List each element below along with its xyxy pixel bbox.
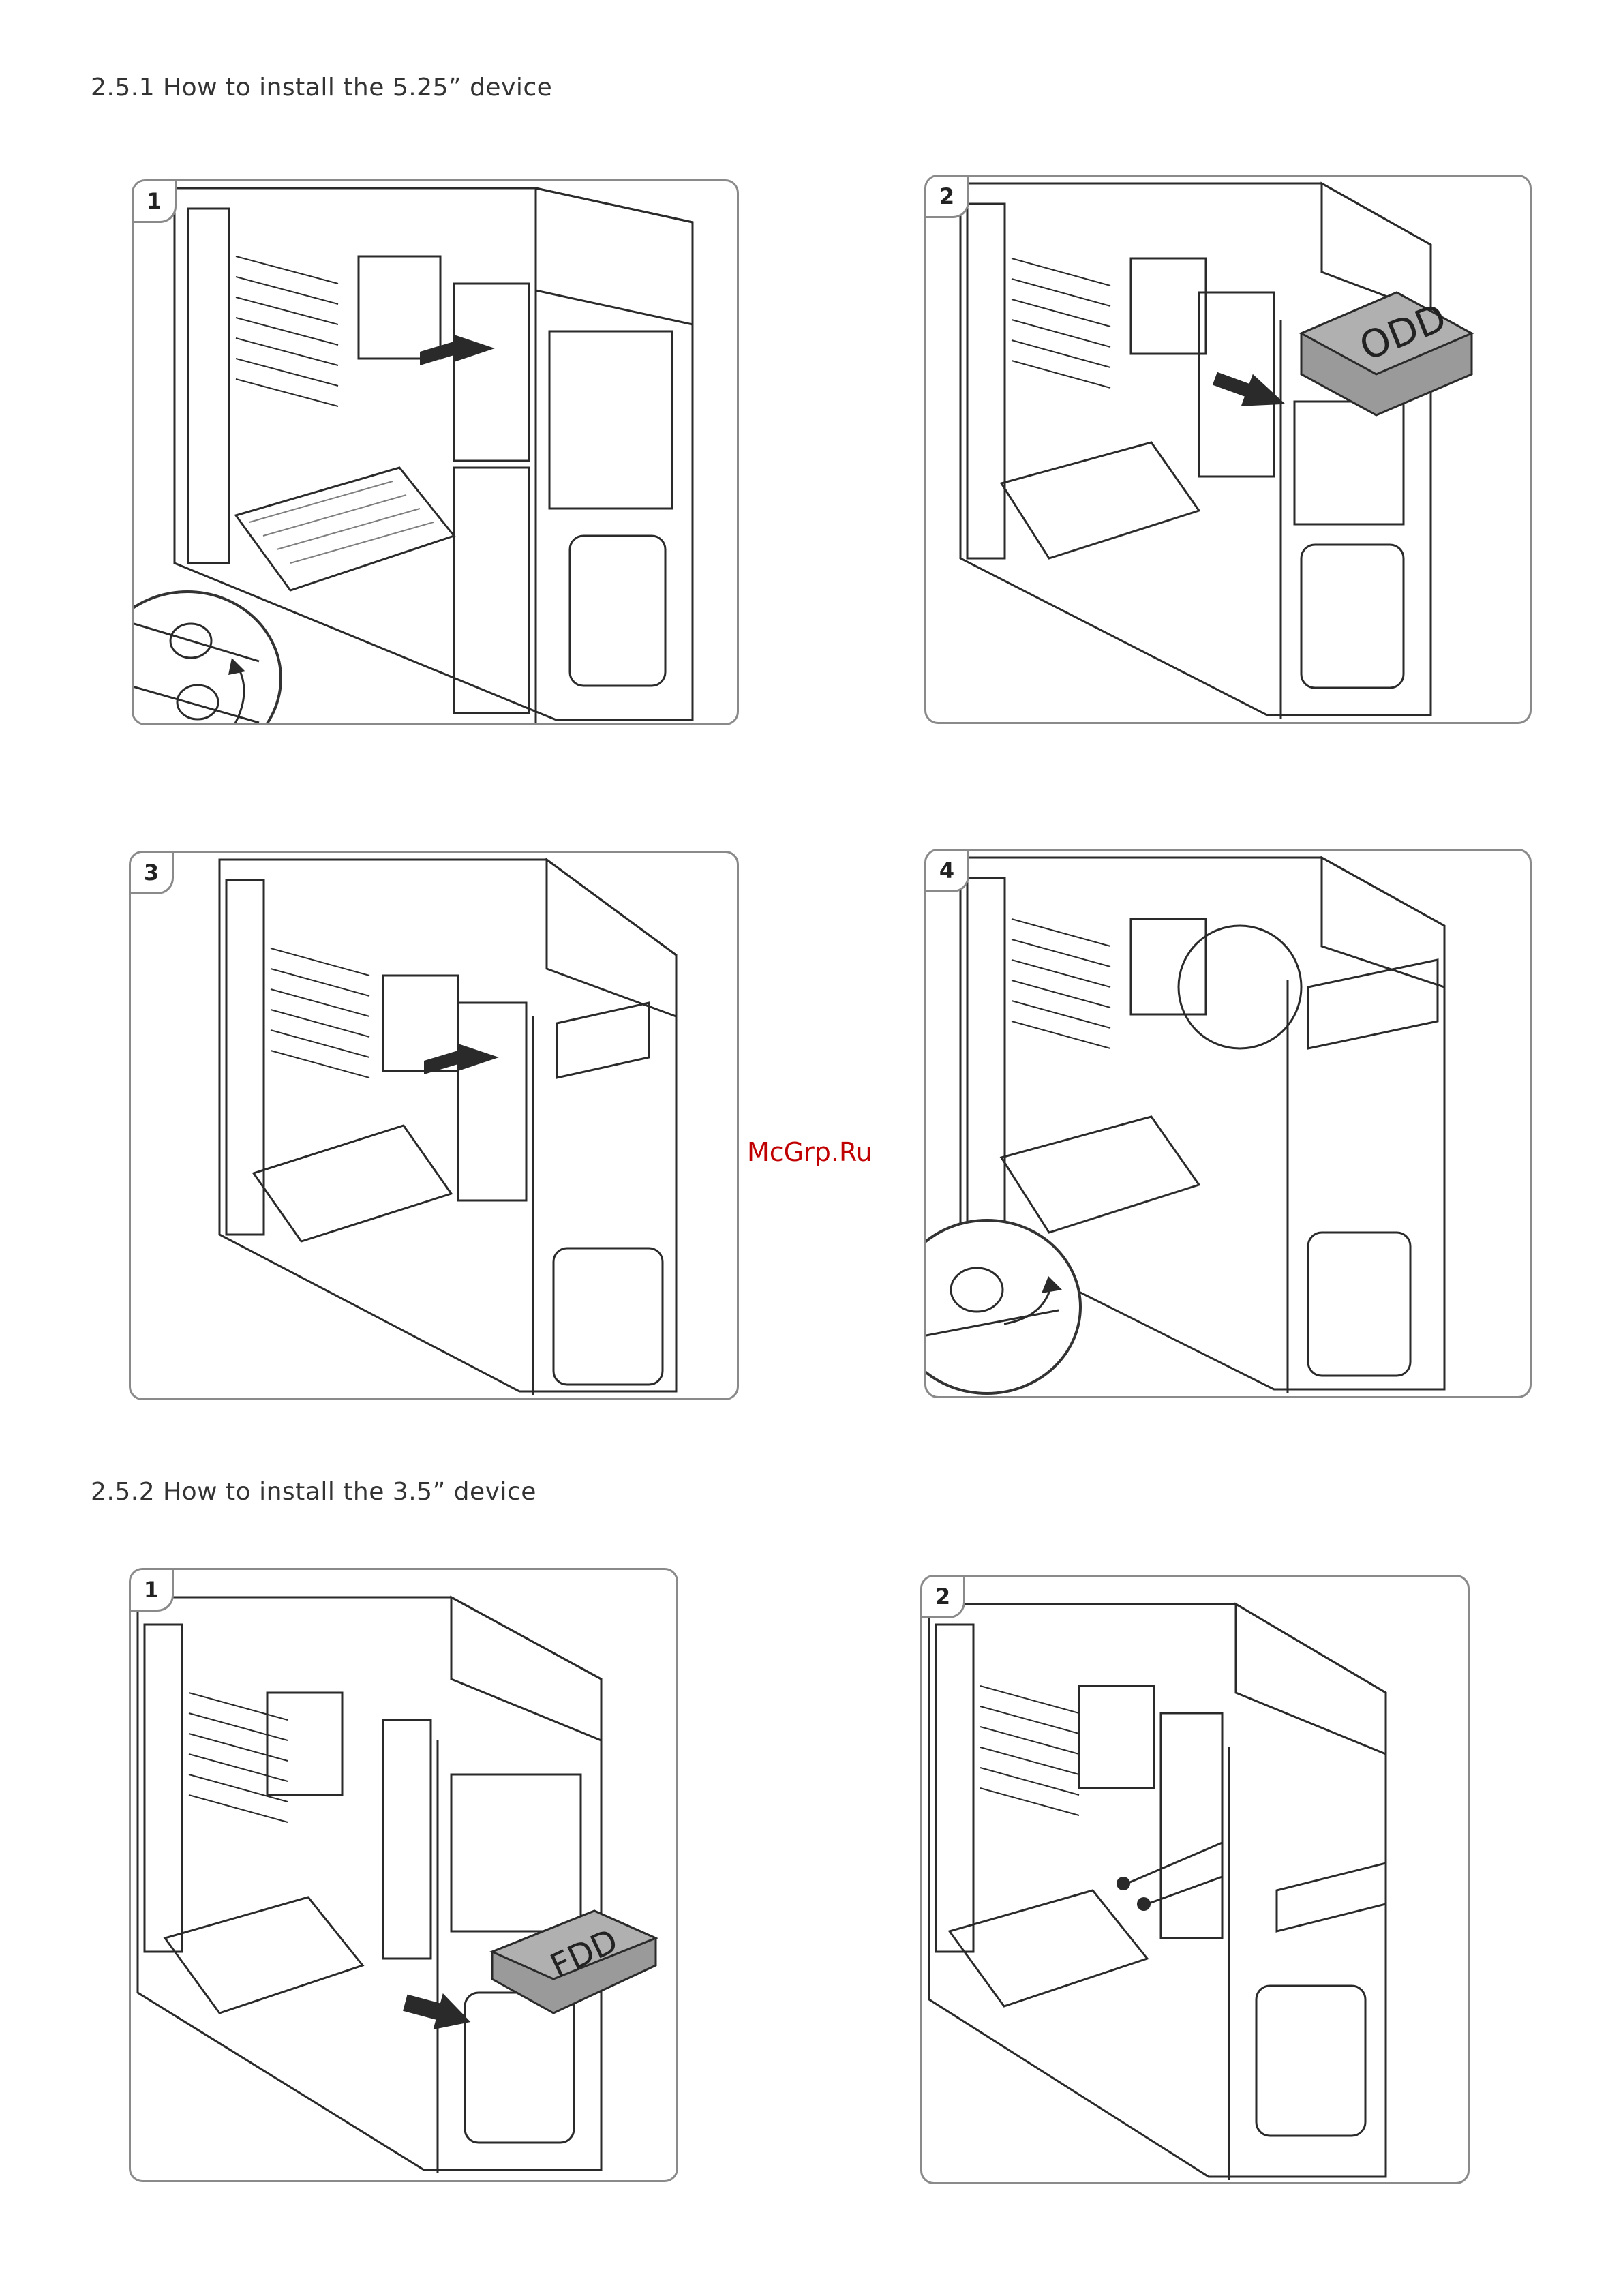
figure-525-step-3: 3 (129, 851, 739, 1400)
figure-35-step-2: 2 (920, 1575, 1470, 2184)
watermark: McGrp.Ru (747, 1137, 873, 1167)
detail-inset (132, 590, 282, 725)
section-heading-525: 2.5.1 How to install the 5.25” device (91, 74, 552, 102)
case-illustration (922, 1577, 1468, 2182)
case-illustration: FDD (131, 1570, 676, 2180)
figure-525-step-4: 4 (924, 849, 1532, 1398)
figure-525-step-1: 1 (132, 179, 739, 725)
step-number: 2 (926, 177, 969, 218)
step-number: 2 (922, 1577, 965, 1618)
figure-35-step-1: 1 FDD (129, 1568, 678, 2182)
step-number: 1 (134, 181, 177, 223)
step-number: 1 (131, 1570, 174, 1612)
step-number: 4 (926, 851, 969, 892)
section-heading-35: 2.5.2 How to install the 3.5” device (91, 1478, 536, 1506)
figure-525-step-2: 2 ODD (924, 175, 1532, 724)
case-illustration (131, 853, 737, 1398)
detail-inset (924, 1219, 1082, 1395)
case-illustration: ODD (926, 177, 1530, 722)
step-number: 3 (131, 853, 174, 894)
